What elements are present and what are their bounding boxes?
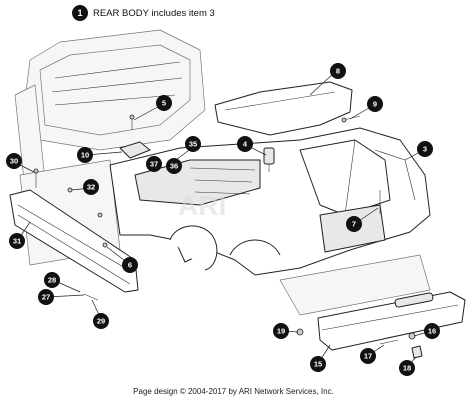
nut-part-32: [67, 187, 103, 218]
svg-text:16: 16: [428, 327, 436, 336]
screw-part-5: [129, 114, 135, 130]
svg-text:19: 19: [277, 327, 285, 336]
svg-text:3: 3: [423, 145, 427, 154]
rear-body-part-3: [109, 127, 431, 276]
svg-text:7: 7: [352, 220, 356, 229]
callout-7: 7: [346, 216, 362, 232]
callout-37: 37: [146, 156, 162, 172]
rear-bumper-part-15: [317, 291, 466, 351]
callout-16: 16: [424, 323, 440, 339]
svg-text:29: 29: [97, 317, 105, 326]
callout-27: 27: [38, 289, 54, 305]
svg-text:36: 36: [170, 162, 178, 171]
bracket-part-10: [119, 141, 151, 159]
callout-36: 36: [166, 158, 182, 174]
callout-5: 5: [156, 95, 172, 111]
svg-text:30: 30: [10, 157, 18, 166]
callout-4: 4: [237, 136, 253, 152]
svg-text:37: 37: [150, 160, 158, 169]
callout-6: 6: [122, 257, 138, 273]
header-note: 1 REAR BODY includes item 3: [72, 5, 215, 21]
seat-back-cover-part-8: [214, 81, 353, 136]
svg-text:10: 10: [81, 151, 89, 160]
callout-35: 35: [185, 136, 201, 152]
callout-28: 28: [44, 272, 60, 288]
svg-text:15: 15: [314, 360, 322, 369]
callout-8: 8: [330, 63, 346, 79]
svg-text:32: 32: [87, 183, 95, 192]
callout-31: 31: [9, 233, 25, 249]
callout-32: 32: [83, 179, 99, 195]
svg-text:28: 28: [48, 276, 56, 285]
copyright-footer: Page design © 2004-2017 by ARI Network S…: [133, 387, 334, 396]
callout-17: 17: [360, 348, 376, 364]
header-note-number: 1: [72, 5, 88, 21]
callout-10: 10: [77, 147, 93, 163]
header-note-text: REAR BODY includes item 3: [93, 7, 215, 19]
callout-3: 3: [417, 141, 433, 157]
svg-text:4: 4: [243, 140, 248, 149]
svg-text:18: 18: [403, 364, 411, 373]
svg-text:8: 8: [336, 67, 340, 76]
callout-19: 19: [273, 323, 289, 339]
svg-text:6: 6: [128, 261, 132, 270]
side-rail-part-31: [9, 189, 139, 293]
watermark: ARI: [178, 190, 226, 221]
svg-text:9: 9: [373, 100, 377, 109]
screw-part-9: [341, 115, 361, 123]
callout-30: 30: [6, 153, 22, 169]
svg-text:5: 5: [162, 99, 166, 108]
svg-text:27: 27: [42, 293, 50, 302]
callout-29: 29: [93, 313, 109, 329]
bumper-hardware: [296, 328, 423, 359]
callout-9: 9: [367, 96, 383, 112]
svg-text:17: 17: [364, 352, 372, 361]
screw-part-29: [83, 293, 99, 301]
callout-18: 18: [399, 360, 415, 376]
fastener-part-30: [33, 168, 39, 188]
svg-text:31: 31: [13, 237, 21, 246]
svg-text:35: 35: [189, 140, 197, 149]
callout-15: 15: [310, 356, 326, 372]
nut-part-6: [102, 242, 108, 248]
latch-part-4: [263, 147, 275, 172]
